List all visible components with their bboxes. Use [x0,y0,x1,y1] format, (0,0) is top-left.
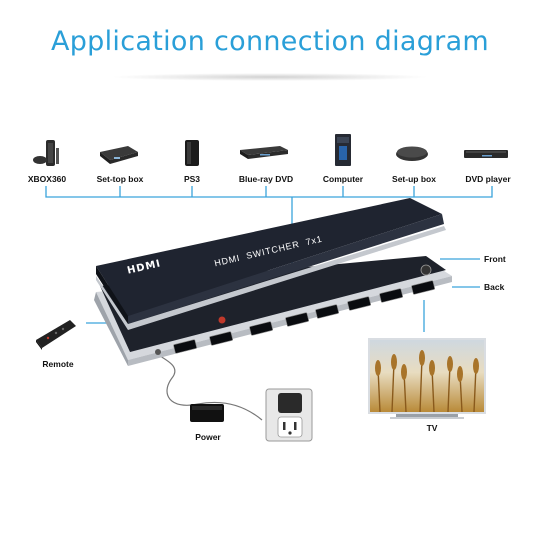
back-label: Back [484,282,505,292]
source-label-bluray-dvd: Blue-ray DVD [238,174,294,184]
computer-icon [330,132,356,168]
hdmi-switcher [92,196,462,366]
source-label-ps3: PS3 [183,174,201,184]
tv-label: TV [426,423,438,433]
set-up-box-icon [394,144,430,164]
power-adapter-icon [188,400,228,426]
source-label-computer: Computer [322,174,364,184]
source-label-dvd-player: DVD player [465,174,511,184]
source-label-set-up-box: Set-up box [392,174,436,184]
source-label-xbox360: XBOX360 [27,174,67,184]
remote-icon [32,316,80,352]
set-top-box-icon [98,140,140,166]
tv-icon [368,338,488,422]
title-underline-shadow [110,73,430,81]
front-label: Front [484,254,506,264]
page-title: Application connection diagram [50,26,490,57]
source-label-set-top-box: Set-top box [96,174,144,184]
power-label: Power [195,432,221,442]
dvd-player-icon [462,146,510,162]
ps3-icon [180,138,206,168]
xbox360-icon [30,138,70,168]
bluray-dvd-icon [238,144,290,162]
remote-label: Remote [42,359,74,369]
wall-outlet-icon [264,387,316,445]
